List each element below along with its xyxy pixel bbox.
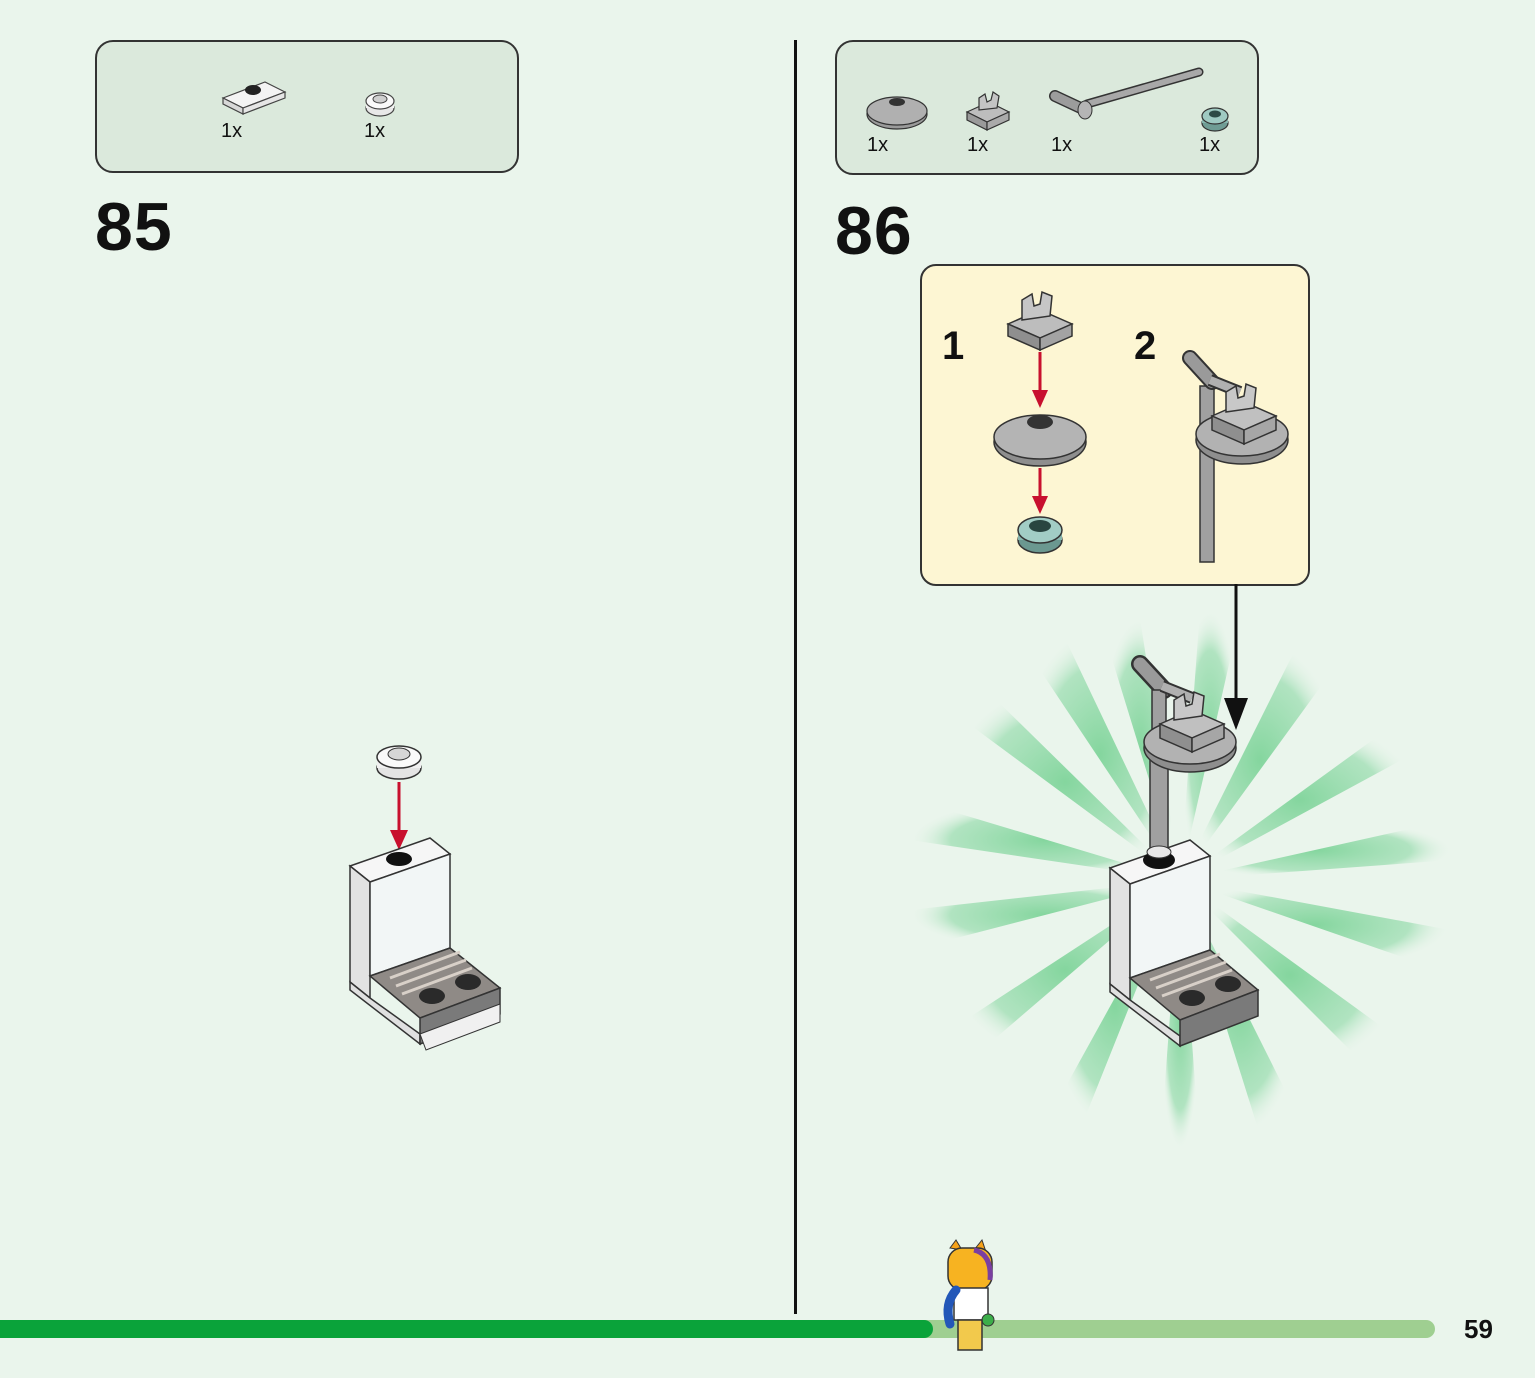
- subassembly-callout: 1 2: [920, 264, 1310, 586]
- part-qty: 1x: [1199, 134, 1221, 156]
- parts-list-step-86: 1x 1x 1x 1x: [835, 40, 1259, 175]
- parts-list-step-85: 1x 1x: [95, 40, 519, 173]
- part-qty: 1x: [364, 120, 386, 142]
- white-jumper-plate-icon: [221, 81, 287, 115]
- page-divider: [794, 40, 797, 1314]
- part-qty: 1x: [967, 134, 989, 156]
- part-qty: 1x: [221, 120, 243, 142]
- grey-dish-icon: [866, 96, 928, 130]
- teal-round-plate-icon: [1201, 107, 1229, 132]
- grey-bar-icon: [1049, 67, 1204, 120]
- step-85-build-illustration: [348, 745, 502, 1051]
- progress-fill: [0, 1320, 933, 1338]
- page-number: 59: [1464, 1314, 1493, 1344]
- substep-1-illustration: [993, 290, 1087, 554]
- callout-arrow: [1224, 584, 1248, 730]
- minifigure-mascot-icon: [943, 1238, 995, 1351]
- grey-clip-plate-icon: [965, 91, 1011, 131]
- white-round-plate-icon: [365, 92, 395, 117]
- step-number-85: 85: [95, 189, 173, 265]
- part-qty: 1x: [1051, 134, 1073, 156]
- step-86-build-illustration: [910, 610, 1452, 1150]
- step-number-86: 86: [835, 193, 913, 269]
- substep-2-illustration: [1182, 350, 1289, 563]
- part-qty: 1x: [867, 134, 889, 156]
- substep-number-2: 2: [1134, 324, 1157, 368]
- substep-number-1: 1: [942, 324, 965, 368]
